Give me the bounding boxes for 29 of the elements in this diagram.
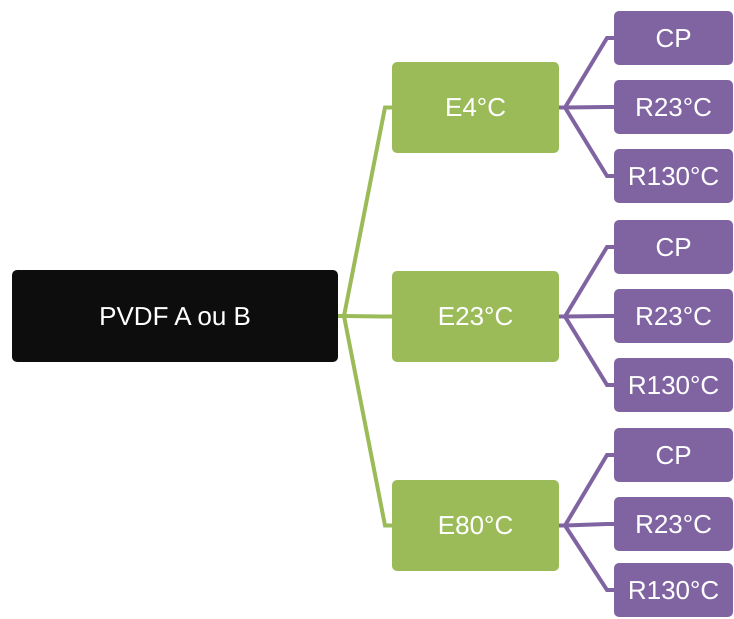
node-label: CP bbox=[655, 440, 692, 470]
branch-box bbox=[392, 480, 559, 571]
root-box bbox=[12, 270, 338, 362]
node-label: E23°C bbox=[438, 301, 514, 332]
leaf-box bbox=[614, 428, 733, 482]
node-label: CP bbox=[655, 22, 692, 54]
node-label: E80°C bbox=[438, 510, 514, 541]
connector-line bbox=[559, 314, 614, 387]
node-label: R23°C bbox=[635, 92, 712, 122]
node-label: E4°C bbox=[445, 92, 506, 123]
connector-line bbox=[559, 106, 614, 178]
node-label: R130°C bbox=[628, 160, 720, 192]
leaf-box bbox=[614, 563, 733, 617]
connector-line bbox=[559, 524, 614, 592]
branch-box bbox=[392, 271, 559, 362]
leaf-box bbox=[614, 11, 733, 65]
leaf-box bbox=[614, 220, 733, 274]
node-label: R23°C bbox=[635, 508, 712, 540]
node-label: R23°C bbox=[635, 300, 712, 332]
node-label: CP bbox=[655, 232, 692, 262]
leaf-box bbox=[614, 289, 733, 343]
node-label: PVDF A ou B bbox=[99, 300, 251, 332]
leaf-box bbox=[614, 80, 733, 134]
leaf-box bbox=[614, 149, 733, 203]
branch-box bbox=[392, 62, 559, 153]
leaf-box bbox=[614, 358, 733, 412]
node-label: R130°C bbox=[628, 370, 720, 400]
leaf-box bbox=[614, 497, 733, 551]
node-label: R130°C bbox=[628, 574, 720, 606]
